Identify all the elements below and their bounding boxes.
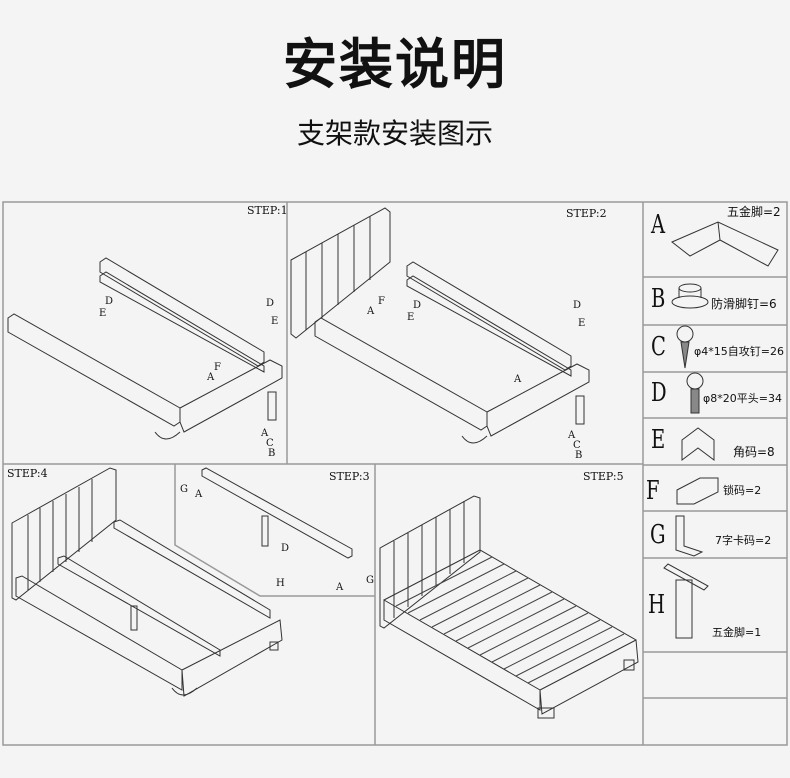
callout: B: [268, 448, 276, 459]
part-h-icon: [663, 563, 709, 639]
callout: A: [195, 489, 203, 500]
part-letter-f: F: [646, 476, 660, 506]
callout: E: [578, 318, 586, 329]
callout: A: [514, 374, 522, 385]
callout: A: [367, 306, 375, 317]
callout: D: [573, 300, 582, 311]
part-a-icon: [671, 221, 779, 267]
callout: D: [281, 543, 290, 554]
callout: A: [261, 428, 269, 439]
step3-label: STEP:3: [329, 470, 370, 483]
callout: D: [413, 300, 422, 311]
part-letter-h: H: [648, 590, 666, 620]
callout: A: [336, 582, 344, 593]
part-g-icon: [675, 515, 704, 557]
part-d-icon: [686, 372, 704, 414]
part-text-a: 五金脚=2: [727, 205, 781, 219]
callout: C: [266, 438, 274, 449]
callout: C: [573, 440, 581, 451]
page-subtitle: 支架款安装图示: [296, 117, 493, 150]
callout: E: [271, 316, 279, 327]
step2-drawing: [290, 207, 590, 444]
part-letter-b: B: [651, 284, 666, 314]
callout: H: [276, 578, 285, 589]
step5-drawing: [379, 495, 639, 719]
part-letter-a: A: [651, 210, 666, 240]
step1-drawing: [7, 257, 283, 440]
part-text-e: 角码=8: [733, 445, 775, 459]
part-text-c: φ4*15自攻钉=26: [694, 345, 784, 358]
callout: B: [575, 450, 583, 461]
part-letter-d: D: [651, 378, 667, 408]
part-text-b: 防滑脚钉=6: [711, 297, 777, 311]
callout: A: [568, 430, 576, 441]
part-f-icon: [676, 477, 719, 505]
callout: G: [366, 575, 374, 586]
step2-label: STEP:2: [566, 207, 607, 220]
step4-label: STEP:4: [7, 467, 48, 480]
part-letter-e: E: [651, 425, 666, 455]
part-text-d: φ8*20平头=34: [703, 392, 782, 405]
part-text-f: 锁码=2: [723, 484, 762, 497]
part-text-g: 7字卡码=2: [715, 534, 772, 547]
page-title: 安装说明: [283, 33, 507, 96]
grid-lines: [2, 201, 788, 746]
part-letter-g: G: [650, 520, 666, 550]
step3-drawing: [201, 467, 353, 559]
part-letter-c: C: [651, 332, 666, 362]
step4-drawing: [11, 467, 283, 697]
callout: D: [105, 296, 114, 307]
part-b-icon: [671, 283, 709, 309]
callout: A: [207, 372, 215, 383]
callout: E: [99, 308, 107, 319]
callout: F: [214, 362, 221, 373]
part-text-h: 五金脚=1: [712, 626, 762, 639]
callout: D: [266, 298, 275, 309]
callout: F: [378, 296, 385, 307]
part-e-icon: [681, 427, 715, 461]
part-c-icon: [676, 325, 694, 369]
step1-label: STEP:1: [247, 204, 288, 217]
callout: G: [180, 484, 188, 495]
step5-label: STEP:5: [583, 470, 624, 483]
callout: E: [407, 312, 415, 323]
